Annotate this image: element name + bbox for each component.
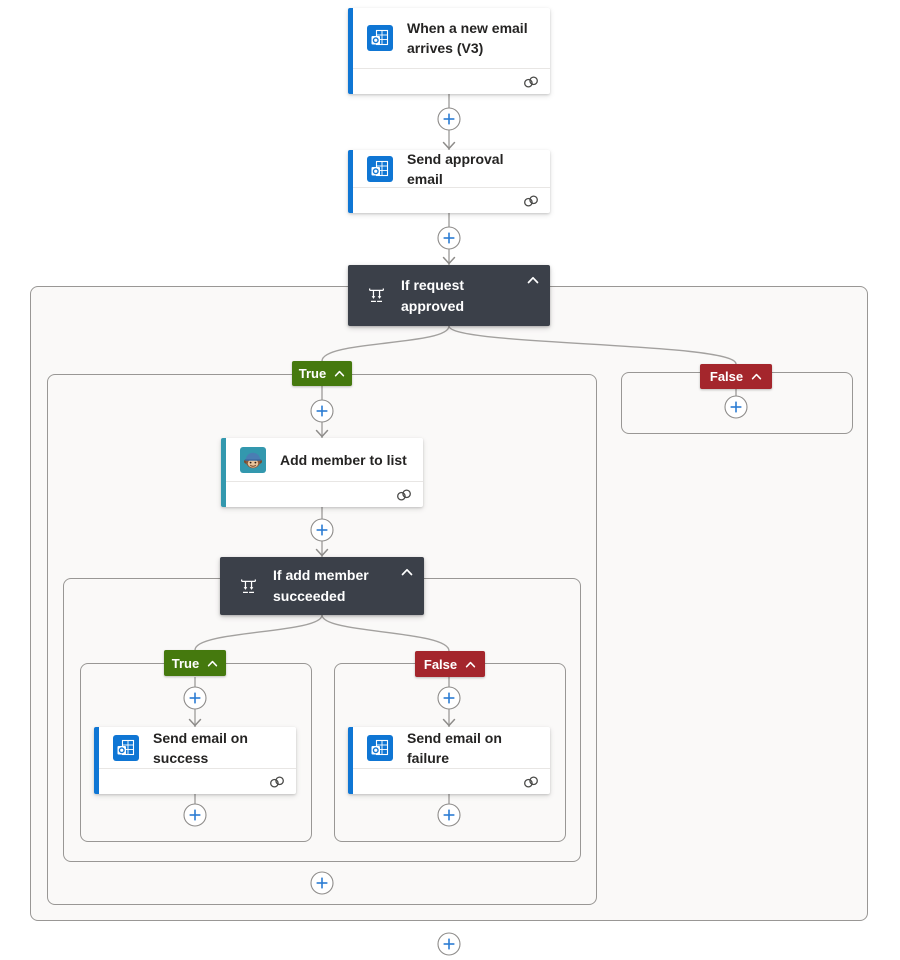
condition-icon	[239, 577, 258, 596]
card-footer	[99, 768, 296, 794]
card-title: Send email on failure	[407, 729, 502, 766]
card-title: When a new email arrives (V3)	[407, 20, 528, 56]
insert-step-button[interactable]	[437, 686, 461, 710]
insert-step-button[interactable]	[437, 107, 461, 131]
insert-step-button[interactable]	[437, 803, 461, 827]
card-footer	[226, 481, 423, 507]
insert-step-button[interactable]	[437, 226, 461, 250]
collapse-chevron-icon[interactable]	[527, 276, 539, 284]
card-footer	[353, 768, 550, 794]
connection-icon	[522, 75, 540, 89]
insert-step-button[interactable]	[310, 518, 334, 542]
collapse-chevron-icon[interactable]	[401, 568, 413, 576]
outer-true-badge[interactable]: True	[292, 361, 352, 386]
card-title: Send approval email	[407, 150, 504, 187]
condition-title: If request approved	[401, 276, 465, 314]
card-accent	[221, 438, 226, 507]
badge-label: True	[171, 655, 200, 671]
badge-label: False	[423, 656, 458, 672]
connection-icon	[395, 488, 413, 502]
condition-icon	[367, 286, 386, 305]
card-title: Add member to list	[280, 451, 407, 468]
outer-condition-card[interactable]: If request approved	[348, 265, 550, 326]
add-member-card[interactable]: Add member to list	[221, 438, 423, 507]
connection-icon	[522, 775, 540, 789]
insert-step-button[interactable]	[437, 932, 461, 956]
card-accent	[348, 727, 353, 794]
trigger-card[interactable]: When a new email arrives (V3)	[348, 8, 550, 94]
insert-step-button[interactable]	[310, 399, 334, 423]
outer-false-badge[interactable]: False	[700, 364, 772, 389]
insert-step-button[interactable]	[724, 395, 748, 419]
insert-step-button[interactable]	[310, 871, 334, 895]
connection-icon	[268, 775, 286, 789]
outlook-icon	[367, 156, 393, 182]
collapse-chevron-icon	[465, 661, 476, 668]
badge-label: False	[709, 369, 744, 384]
inner-false-badge[interactable]: False	[415, 651, 485, 677]
inner-condition-card[interactable]: If add member succeeded	[220, 557, 424, 615]
condition-title: If add member succeeded	[273, 567, 369, 604]
card-accent	[348, 8, 353, 94]
outlook-icon	[113, 735, 139, 761]
badge-label: True	[298, 366, 327, 381]
mailchimp-icon	[240, 447, 266, 473]
collapse-chevron-icon	[207, 660, 218, 667]
card-footer	[353, 187, 550, 213]
card-footer	[353, 68, 550, 94]
send-email-success-card[interactable]: Send email on success	[94, 727, 296, 794]
card-title: Send email on success	[153, 729, 248, 766]
card-accent	[94, 727, 99, 794]
connection-icon	[522, 194, 540, 208]
send-email-failure-card[interactable]: Send email on failure	[348, 727, 550, 794]
collapse-chevron-icon	[751, 373, 762, 380]
outlook-icon	[367, 735, 393, 761]
collapse-chevron-icon	[334, 370, 345, 377]
insert-step-button[interactable]	[183, 686, 207, 710]
card-accent	[348, 150, 353, 213]
send-approval-email-card[interactable]: Send approval email	[348, 150, 550, 213]
inner-true-badge[interactable]: True	[164, 650, 226, 676]
outlook-icon	[367, 25, 393, 51]
insert-step-button[interactable]	[183, 803, 207, 827]
